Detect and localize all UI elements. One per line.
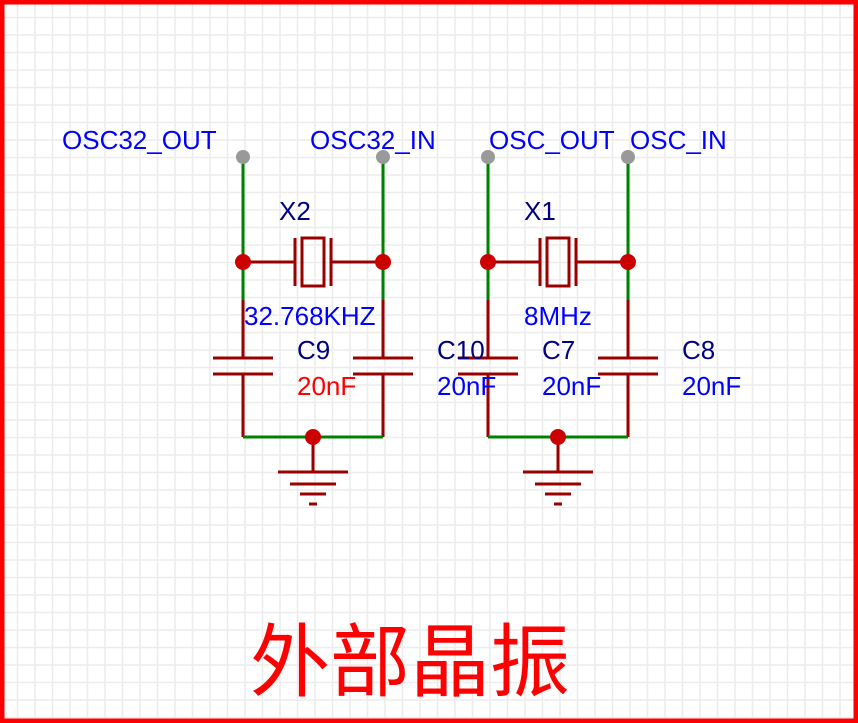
cap-c8-value: 20nF [682,371,741,401]
net-label-osc32-in: OSC32_IN [310,125,436,155]
cap-c10-value: 20nF [437,371,496,401]
junction-dot [550,429,566,445]
junction-dot [480,254,496,270]
sheet-title: 外部晶振 [250,616,570,709]
crystal-body [545,236,571,288]
crystal-x1-designator: X1 [524,196,556,226]
cap-c9-designator: C9 [297,335,330,365]
cap-c10-designator: C10 [437,335,485,365]
oscillator-circuit-x2 [213,150,413,506]
oscillator-circuit-x1 [458,150,658,506]
pin-endpoint [236,150,250,164]
net-label-osc32-out: OSC32_OUT [62,125,217,155]
crystal-x2-designator: X2 [279,196,311,226]
net-label-osc-out: OSC_OUT [489,125,615,155]
crystal-body [300,236,326,288]
cap-c7-designator: C7 [542,335,575,365]
cap-c9-value: 20nF [297,371,356,401]
junction-dot [235,254,251,270]
pin-endpoint [376,150,390,164]
crystal-x1-value: 8MHz [524,301,592,331]
cap-c7-value: 20nF [542,371,601,401]
pin-endpoint [621,150,635,164]
cap-c8-designator: C8 [682,335,715,365]
pin-endpoint [481,150,495,164]
junction-dot [375,254,391,270]
crystal-x2-value: 32.768KHZ [244,301,376,331]
net-label-osc-in: OSC_IN [630,125,727,155]
junction-dot [305,429,321,445]
junction-dot [620,254,636,270]
